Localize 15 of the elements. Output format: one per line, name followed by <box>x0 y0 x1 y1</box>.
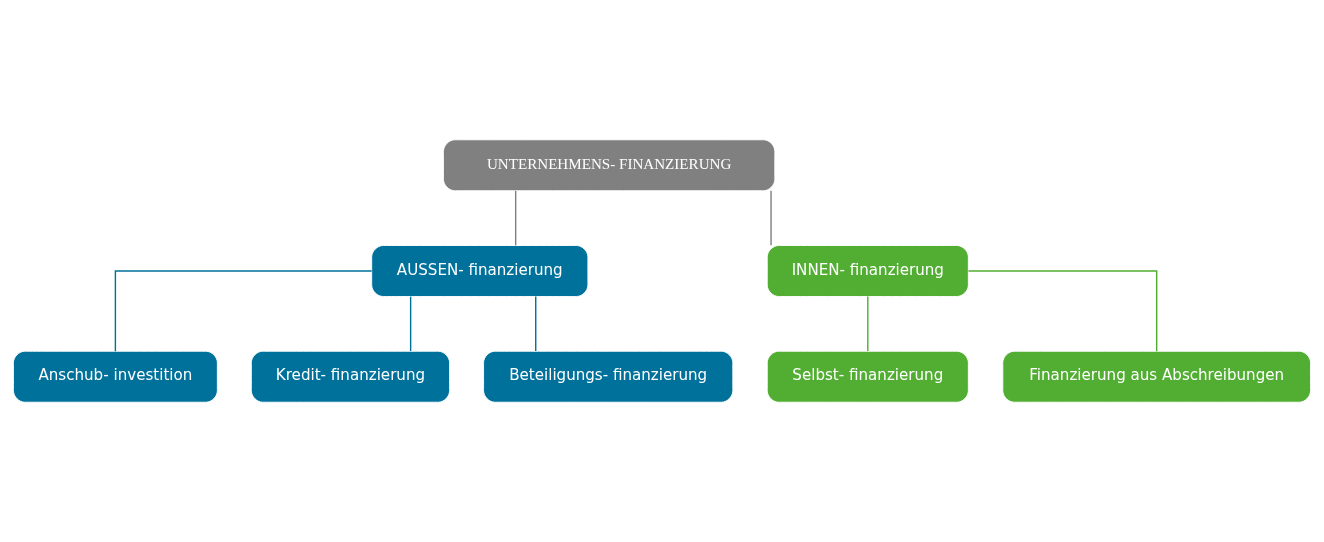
node-box: Beteiligungs- finanzierung <box>483 350 734 403</box>
connector <box>514 190 517 246</box>
node-box: UNTERNEHMENS- FINANZIERUNG <box>442 139 776 192</box>
connector <box>770 190 772 246</box>
node-box: Anschub- investition <box>12 350 218 403</box>
connector <box>535 295 537 352</box>
node-box: Kredit- finanzierung <box>250 350 451 403</box>
connector <box>967 270 1158 352</box>
connector <box>867 295 869 352</box>
connector <box>114 270 373 352</box>
node-box: INNEN- finanzierung <box>766 245 969 297</box>
node-box: Finanzierung aus Abschreibungen <box>1002 350 1312 403</box>
node-box: AUSSEN- finanzierung <box>371 245 589 297</box>
node-box: Selbst- finanzierung <box>766 350 969 403</box>
connector <box>409 295 412 352</box>
